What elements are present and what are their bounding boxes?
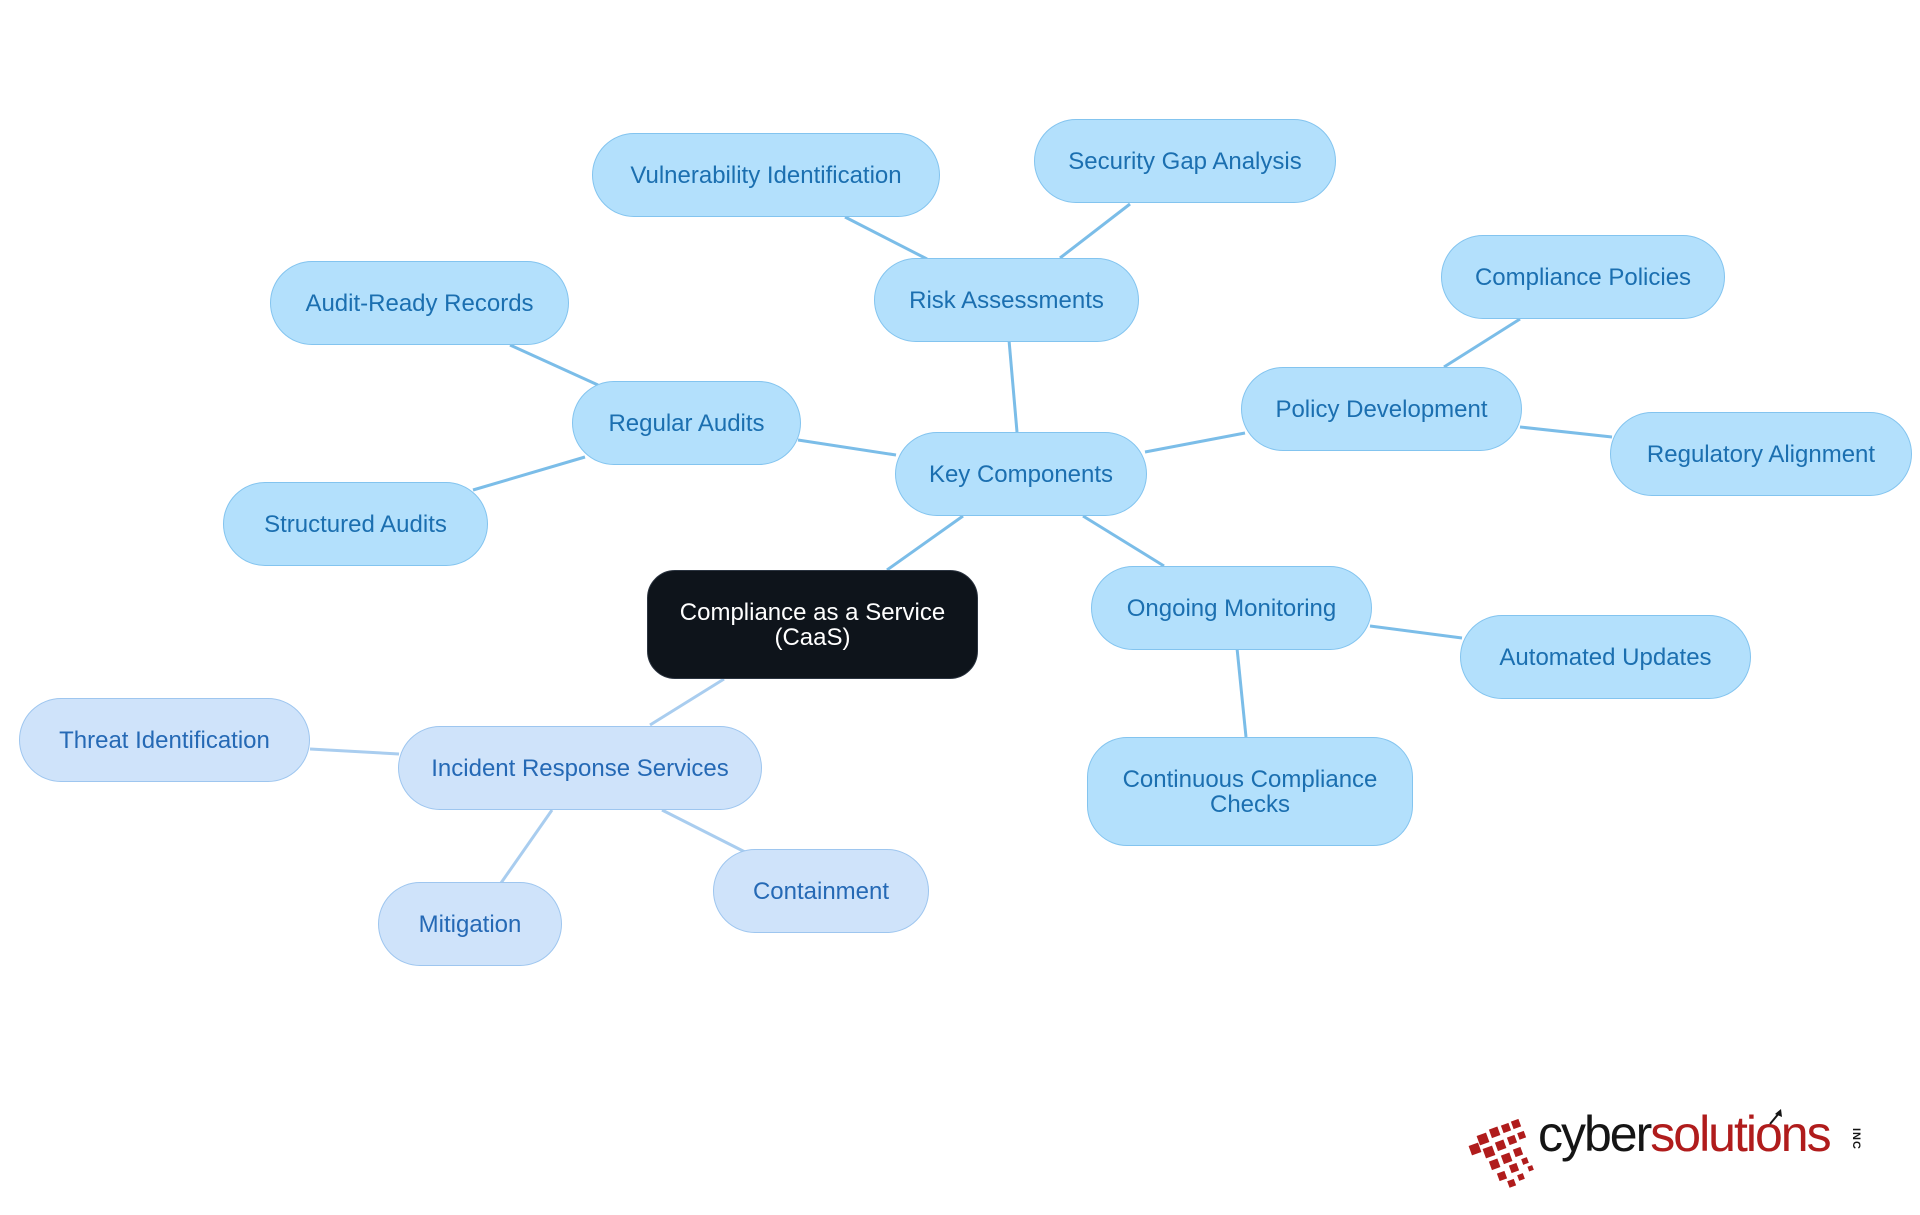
node-security-gap-analysis: Security Gap Analysis <box>1034 119 1336 203</box>
node-incident-response-services: Incident Response Services <box>398 726 762 810</box>
edge-regular-audits-audit-ready-records <box>509 343 599 387</box>
node-containment: Containment <box>713 849 929 933</box>
edge-key-components-ongoing-monitoring <box>1082 514 1165 568</box>
node-risk-assessments: Risk Assessments <box>874 258 1139 342</box>
logo-solutions-text: solutions <box>1650 1106 1831 1162</box>
node-regular-audits: Regular Audits <box>572 381 801 465</box>
edge-ongoing-monitoring-continuous-compliance-checks <box>1235 647 1248 738</box>
edge-incident-response-services-threat-identification <box>309 747 400 756</box>
edge-policy-development-compliance-policies <box>1443 317 1521 369</box>
node-continuous-compliance-checks: Continuous Compliance Checks <box>1087 737 1413 846</box>
logo-arrow-icon <box>1769 1109 1782 1125</box>
node-vulnerability-identification: Vulnerability Identification <box>592 133 940 217</box>
node-ongoing-monitoring: Ongoing Monitoring <box>1091 566 1372 650</box>
red-pixel-swoosh-icon <box>1468 1118 1534 1188</box>
edge-key-components-policy-development <box>1144 431 1246 454</box>
edge-ongoing-monitoring-automated-updates <box>1369 624 1463 640</box>
edge-regular-audits-structured-audits <box>472 455 586 492</box>
node-regulatory-alignment: Regulatory Alignment <box>1610 412 1912 496</box>
logo-inc-text: INC <box>1850 1128 1862 1150</box>
cybersolutions-logo: cybersolutions INC <box>1468 1100 1868 1195</box>
node-threat-identification: Threat Identification <box>19 698 310 782</box>
node-automated-updates: Automated Updates <box>1460 615 1751 699</box>
edge-key-components-regular-audits <box>797 438 897 457</box>
edge-key-components-risk-assessments <box>1007 339 1019 433</box>
edge-policy-development-regulatory-alignment <box>1519 425 1613 439</box>
edge-risk-assessments-security-gap-analysis <box>1059 202 1131 260</box>
node-structured-audits: Structured Audits <box>223 482 488 566</box>
node-compliance-policies: Compliance Policies <box>1441 235 1725 319</box>
logo-wordmark: cybersolutions <box>1538 1104 1832 1164</box>
edge-incident-response-services-mitigation <box>499 809 554 884</box>
edge-incident-response-services-containment <box>661 808 746 854</box>
edge-root-key-components <box>886 514 964 572</box>
node-key-components: Key Components <box>895 432 1147 516</box>
logo-cyber-text: cyber <box>1538 1106 1652 1162</box>
node-policy-development: Policy Development <box>1241 367 1522 451</box>
edge-risk-assessments-vulnerability-identification <box>844 215 928 261</box>
node-audit-ready-records: Audit-Ready Records <box>270 261 569 345</box>
node-mitigation: Mitigation <box>378 882 562 966</box>
root-node-compliance-as-a-service: Compliance as a Service (CaaS) <box>647 570 978 679</box>
edge-root-incident-response-services <box>649 677 725 727</box>
